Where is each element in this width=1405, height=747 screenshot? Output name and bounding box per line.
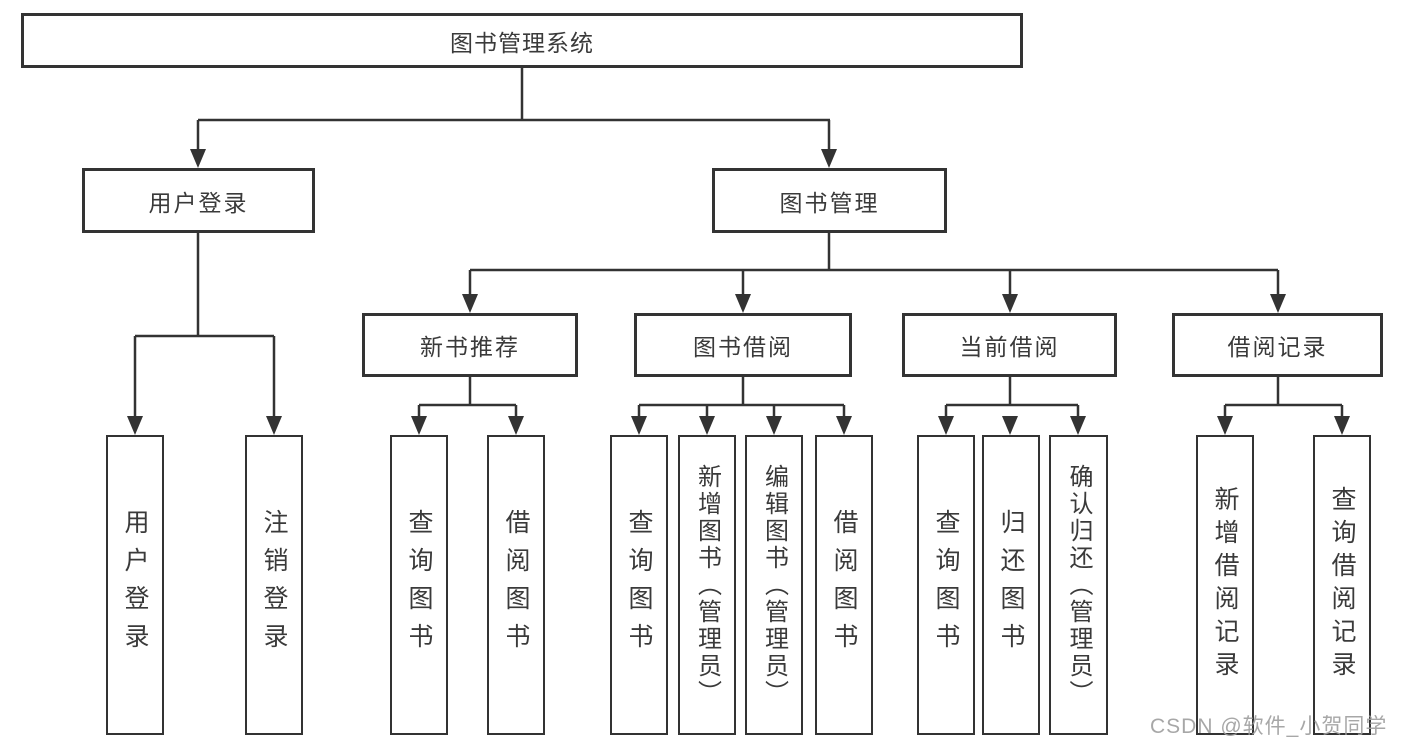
leaf-borrow-books: 借阅图书 bbox=[815, 435, 873, 735]
leaf-label: 注销登录 bbox=[260, 509, 288, 661]
node-label: 图书借阅 bbox=[693, 334, 793, 360]
leaf-query-books-borrow: 查询图书 bbox=[610, 435, 668, 735]
node-book-management: 图书管理 bbox=[712, 168, 947, 233]
leaf-query-borrow-record: 查询借阅记录 bbox=[1313, 435, 1371, 735]
leaf-user-login: 用户登录 bbox=[106, 435, 164, 735]
leaf-label: 编辑图书（管理员） bbox=[760, 463, 788, 707]
node-book-borrow: 图书借阅 bbox=[634, 313, 852, 377]
leaf-label: 查询图书 bbox=[405, 509, 433, 661]
node-new-book-recommend: 新书推荐 bbox=[362, 313, 578, 377]
leaf-return-books: 归还图书 bbox=[982, 435, 1040, 735]
leaf-label: 查询图书 bbox=[625, 509, 653, 661]
node-root-label: 图书管理系统 bbox=[450, 29, 594, 56]
node-label: 用户登录 bbox=[148, 189, 249, 216]
leaf-add-books-admin: 新增图书（管理员） bbox=[678, 435, 736, 735]
leaf-edit-books-admin: 编辑图书（管理员） bbox=[745, 435, 803, 735]
node-current-borrow: 当前借阅 bbox=[902, 313, 1117, 377]
node-label: 图书管理 bbox=[779, 189, 880, 216]
leaf-label: 用户登录 bbox=[121, 509, 149, 661]
leaf-label: 借阅图书 bbox=[502, 509, 530, 661]
node-borrow-records: 借阅记录 bbox=[1172, 313, 1383, 377]
leaf-borrow-books-recommend: 借阅图书 bbox=[487, 435, 545, 735]
node-root: 图书管理系统 bbox=[21, 13, 1023, 68]
leaf-label: 查询借阅记录 bbox=[1328, 486, 1356, 684]
leaf-logout: 注销登录 bbox=[245, 435, 303, 735]
leaf-label: 借阅图书 bbox=[830, 509, 858, 661]
watermark: CSDN @软件_小贺同学 bbox=[1150, 715, 1388, 738]
leaf-label: 新增图书（管理员） bbox=[693, 463, 721, 707]
node-user-login-group: 用户登录 bbox=[82, 168, 315, 233]
leaf-label: 查询图书 bbox=[932, 509, 960, 661]
leaf-query-books-recommend: 查询图书 bbox=[390, 435, 448, 735]
node-label: 当前借阅 bbox=[959, 334, 1060, 360]
node-label: 借阅记录 bbox=[1227, 334, 1328, 360]
leaf-confirm-return-admin: 确认归还（管理员） bbox=[1049, 435, 1108, 735]
leaf-label: 确认归还（管理员） bbox=[1065, 463, 1092, 707]
leaf-query-books-current: 查询图书 bbox=[917, 435, 975, 735]
leaf-add-borrow-record: 新增借阅记录 bbox=[1196, 435, 1254, 735]
leaf-label: 新增借阅记录 bbox=[1211, 486, 1239, 684]
node-label: 新书推荐 bbox=[420, 334, 520, 360]
leaf-label: 归还图书 bbox=[997, 509, 1025, 661]
